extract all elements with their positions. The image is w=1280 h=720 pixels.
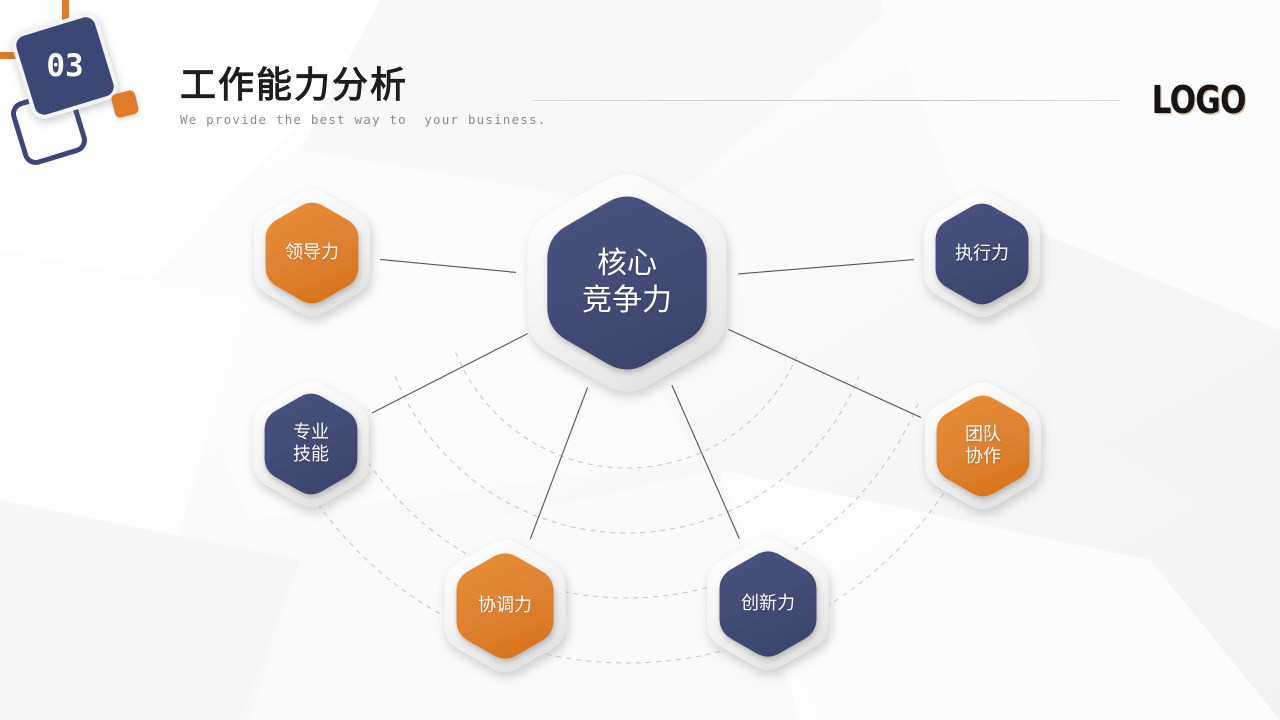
hexagon-body (456, 553, 554, 659)
header-divider-rule (532, 100, 1120, 102)
connector-line-leadership (379, 258, 517, 273)
page-subtitle: We provide the best way to your business… (180, 112, 547, 127)
hexagon-nodes (252, 174, 1042, 673)
page-title: 工作能力分析 (180, 65, 409, 106)
hexagon-body (265, 202, 359, 304)
hexagon-body (264, 393, 358, 495)
orbit-arc (394, 376, 860, 534)
connector-line-professional-skills (371, 333, 528, 414)
hexagon-node-teamwork[interactable] (924, 382, 1042, 510)
hexagon-node-coordination[interactable] (444, 539, 566, 673)
hexagon-node-innovation[interactable] (707, 537, 829, 671)
hexagon-body (719, 551, 817, 657)
connector-lines (371, 258, 922, 540)
logo-text: LOGO (1151, 78, 1247, 122)
hexagon-body (936, 395, 1030, 497)
dashed-orbit-arcs (274, 352, 980, 664)
orbit-arc (334, 400, 920, 599)
connector-line-coordination (529, 387, 589, 540)
hexagon-node-execution[interactable] (923, 190, 1041, 318)
page-title-block: 工作能力分析 We provide the best way to your b… (180, 65, 547, 128)
hexagon-body (547, 196, 707, 370)
connector-line-teamwork (728, 328, 922, 419)
orbit-arc (274, 425, 980, 664)
hexagon-node-core[interactable] (527, 174, 727, 392)
orbit-arc (455, 352, 799, 469)
hexagon-node-leadership[interactable] (253, 189, 371, 317)
hexagon-body (935, 203, 1029, 305)
connector-line-innovation (671, 384, 740, 539)
connector-line-execution (738, 259, 914, 275)
hexagon-node-professional-skills[interactable] (252, 380, 370, 508)
